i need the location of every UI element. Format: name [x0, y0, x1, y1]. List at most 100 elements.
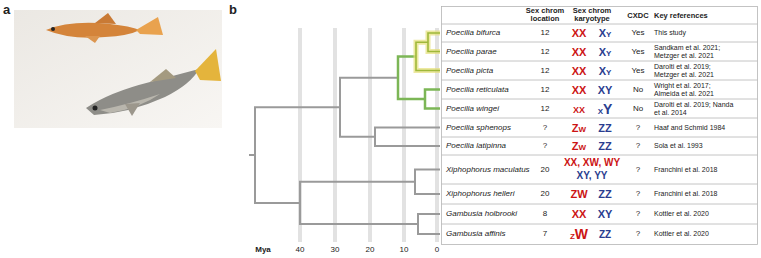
cxdc-status: ? — [636, 229, 640, 238]
karyotype-letter: Y — [606, 67, 611, 76]
reference: Wright et al. 2017; Almeida et al. 2021 — [654, 81, 736, 97]
reference: Darolti et al. 2019; Nanda et al. 2014 — [654, 100, 736, 116]
axis-label: 10 — [400, 245, 409, 254]
chromosome-number: 12 — [541, 47, 550, 56]
karyotype-letter: Z — [598, 121, 605, 133]
species-name: Poecilia picta — [446, 66, 493, 75]
karyotype-letter: X — [599, 27, 606, 39]
reference: Kottler et al. 2020 — [654, 230, 709, 238]
chromosome-number: ? — [543, 123, 547, 132]
fish-photo — [14, 10, 222, 128]
cxdc-status: Yes — [631, 28, 644, 37]
karyotype-letter: W — [575, 226, 588, 242]
male-karyotype: ZZ — [598, 140, 611, 153]
karyotype-letter: Y — [605, 208, 612, 220]
cxdc-status: No — [633, 104, 643, 113]
karyotype-letter: X — [572, 27, 579, 39]
reference: Kottler et al. 2020 — [654, 210, 709, 218]
male-karyotype: XY — [598, 208, 613, 221]
karyotype-letter: Y — [606, 30, 611, 39]
karyotype-letter: Z — [598, 140, 605, 152]
chromosome-number: ? — [543, 141, 547, 150]
female-karyotype: ZW — [572, 140, 586, 153]
karyotype-letter: X — [579, 45, 586, 57]
axis-label: 40 — [296, 245, 305, 254]
chromosome-number: 7 — [543, 229, 547, 238]
cxdc-status: ? — [636, 165, 640, 174]
karyotype-letter: Z — [605, 229, 611, 240]
female-karyotype: XX — [572, 208, 587, 221]
karyotype-letter: X — [572, 83, 579, 95]
karyotype-letter: X — [579, 64, 586, 76]
karyotype-letter: Y — [605, 83, 612, 95]
karyotype-letter: X — [579, 27, 586, 39]
reference: Franchini et al. 2018 — [654, 165, 717, 173]
female-karyotype: XX — [573, 102, 585, 115]
karyotype-letter: Z — [572, 140, 579, 152]
axis-label: 20 — [366, 245, 375, 254]
female-karyotype: ZW — [572, 121, 586, 134]
chromosome-number: 12 — [541, 104, 550, 113]
karyotype-letter: X — [579, 83, 586, 95]
cxdc-status: Yes — [631, 47, 644, 56]
axis-label: 0 — [435, 245, 439, 254]
column-header: CXDC — [627, 11, 648, 20]
panel-letter: b — [229, 3, 237, 18]
karyotype-letter: X — [573, 104, 579, 114]
male-karyotype: XY, YY — [577, 170, 608, 182]
female-karyotype: XX — [572, 27, 587, 40]
karyotype-letter: Y — [603, 100, 612, 116]
karyotype-letter: X — [598, 106, 603, 115]
chromosome-number: 8 — [543, 209, 547, 218]
cxdc-status: ? — [636, 123, 640, 132]
axis-label: Mya — [255, 245, 271, 254]
chromosome-number: 12 — [541, 28, 550, 37]
karyotype-letter: X — [579, 208, 586, 220]
karyotype-letter: Z — [605, 121, 612, 133]
species-name: Poecilia sphenops — [446, 123, 511, 132]
species-name: Poecilia latipinna — [446, 141, 506, 150]
female-karyotype: ZW — [570, 226, 588, 242]
reference: Sandkam et al. 2021; Metzger et al. 2021 — [654, 43, 736, 59]
panel-letter: a — [3, 3, 10, 18]
female-karyotype: XX — [572, 64, 587, 77]
male-karyotype: ZZ — [598, 121, 611, 134]
karyotype-letter: Z — [605, 188, 612, 200]
reference: Darolti et al. 2019; Metzger et al. 2021 — [654, 62, 736, 78]
karyotype-letter: Z — [570, 232, 575, 241]
karyotype-letter: X — [598, 83, 605, 95]
karyotype-letter: Y — [606, 48, 611, 57]
cxdc-status: ? — [636, 209, 640, 218]
karyotype-letter: Z — [598, 188, 605, 200]
species-name: Poecilia parae — [446, 47, 497, 56]
species-name: Poecilia bifurca — [446, 28, 500, 37]
female-karyotype: ZW — [570, 188, 587, 201]
species-name: Gambusia holbrooki — [446, 209, 517, 218]
male-karyotype: XY — [598, 83, 613, 96]
species-name: Poecilia wingei — [446, 104, 499, 113]
karyotype-letter: Z — [599, 229, 605, 240]
axis-label: 30 — [331, 245, 340, 254]
chromosome-number: 20 — [541, 165, 550, 174]
chromosome-number: 12 — [541, 66, 550, 75]
karyotype-letter: X — [572, 45, 579, 57]
cxdc-status: Yes — [631, 66, 644, 75]
male-karyotype: ZZ — [599, 228, 611, 241]
karyotype-letter: Z — [570, 188, 577, 200]
karyotype-letter: Z — [572, 121, 579, 133]
karyotype-letter: X — [599, 64, 606, 76]
karyotype-letter: W — [577, 188, 587, 200]
karyotype-letter: X — [598, 208, 605, 220]
column-header: Sex chrom karyotype — [564, 7, 620, 24]
chromosome-number: 20 — [541, 189, 550, 198]
karyotype-letter: X — [572, 64, 579, 76]
female-karyotype: XX — [572, 45, 587, 58]
column-header: Key references — [654, 11, 708, 20]
karyotype-letter: X — [579, 104, 585, 114]
reference: Haaf and Schmid 1984 — [654, 123, 725, 131]
column-header: Sex chrom location — [524, 7, 566, 24]
cxdc-status: ? — [636, 189, 640, 198]
reference: Franchini et al. 2018 — [654, 190, 717, 198]
male-karyotype: XY — [599, 45, 612, 58]
